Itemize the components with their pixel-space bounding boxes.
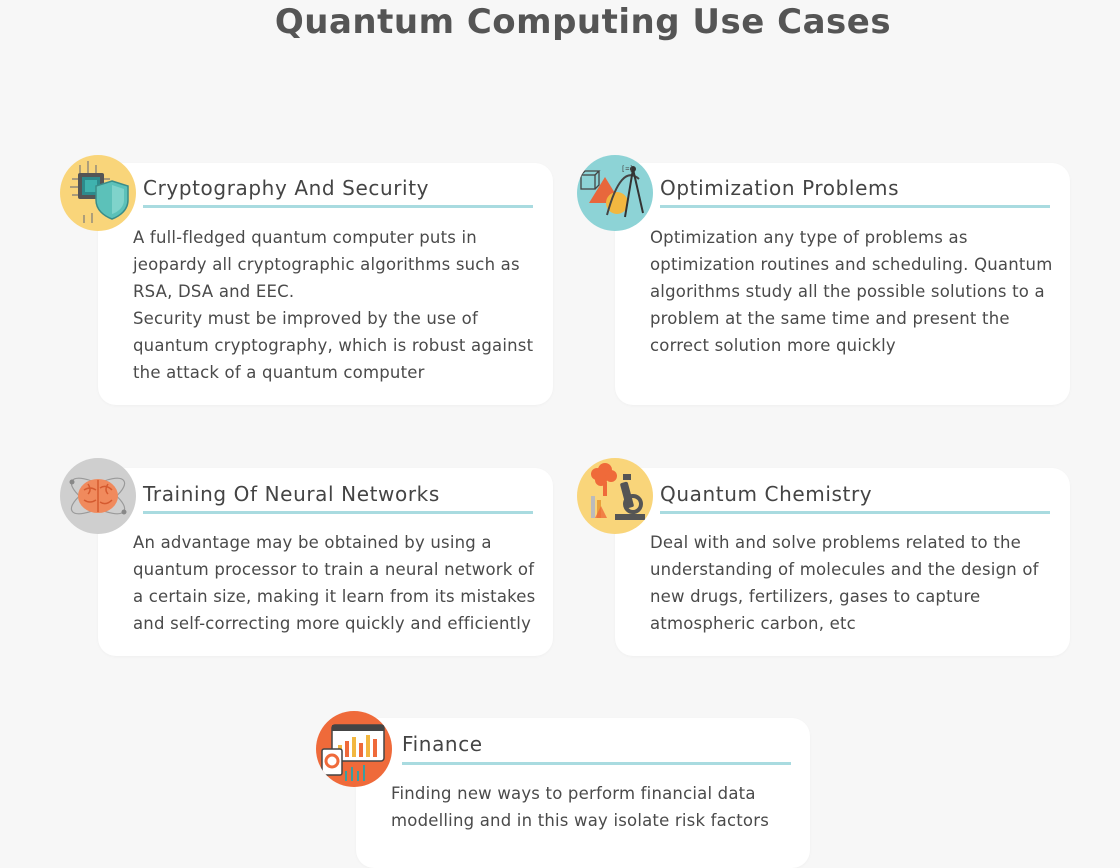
card-body-neural: An advantage may be obtained by using a …	[133, 529, 538, 637]
page-title: Quantum Computing Use Cases	[274, 2, 892, 42]
card-chemistry	[615, 468, 1070, 656]
title-underline	[660, 511, 1050, 514]
paragraph: Finding new ways to perform financial da…	[391, 784, 770, 830]
card-neural	[98, 468, 553, 656]
title-underline	[143, 511, 533, 514]
microscope-flask-icon	[577, 458, 653, 534]
title-underline	[660, 205, 1050, 208]
card-finance	[356, 718, 810, 868]
card-optimization	[615, 163, 1070, 405]
financial-dashboard-icon	[316, 711, 392, 787]
brain-atom-icon	[60, 458, 136, 534]
card-title-finance: Finance	[402, 732, 483, 756]
paragraph: An advantage may be obtained by using a …	[133, 533, 536, 633]
geometry-tools-icon: [=]	[577, 155, 653, 231]
card-title-cryptography: Cryptography And Security	[143, 176, 430, 200]
paragraph: A full-fledged quantum computer puts in …	[133, 228, 520, 301]
card-body-optimization: Optimization any type of problems as opt…	[650, 224, 1055, 359]
card-cryptography	[98, 163, 553, 405]
card-title-chemistry: Quantum Chemistry	[660, 482, 873, 506]
paragraph: Optimization any type of problems as opt…	[650, 228, 1053, 355]
svg-text:[=]: [=]	[621, 165, 634, 173]
title-underline	[143, 205, 533, 208]
card-title-neural: Training Of Neural Networks	[143, 482, 440, 506]
card-body-finance: Finding new ways to perform financial da…	[391, 780, 791, 834]
card-title-optimization: Optimization Problems	[660, 176, 900, 200]
chip-shield-icon	[60, 155, 136, 231]
paragraph: Deal with and solve problems related to …	[650, 533, 1039, 633]
paragraph: Security must be improved by the use of …	[133, 309, 534, 382]
card-body-cryptography: A full-fledged quantum computer puts in …	[133, 224, 538, 386]
title-underline	[402, 762, 791, 765]
card-body-chemistry: Deal with and solve problems related to …	[650, 529, 1055, 637]
